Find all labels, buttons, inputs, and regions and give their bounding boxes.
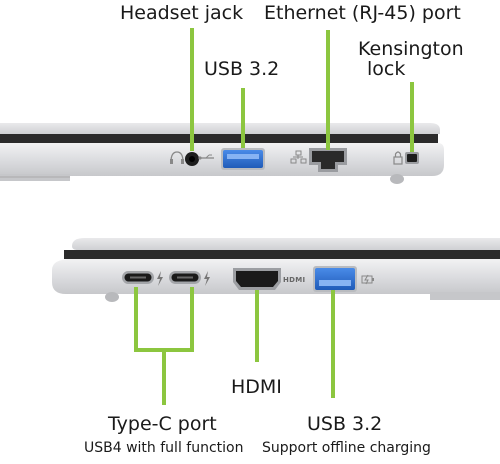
ethernet-port [309,148,347,172]
battery-charge-icon [361,274,374,285]
laptop-bottom-lid [72,238,500,250]
usb-port-top [221,148,265,170]
hdmi-logo-text: HDMI [283,276,306,284]
usb-top-label: USB 3.2 [204,58,280,80]
lock-icon [393,151,403,165]
laptop-bottom-foot [105,292,119,302]
headset-jack-label: Headset jack [120,2,244,24]
type-c-port-2 [169,271,201,284]
network-icon [290,150,307,164]
type-c-port-1 [122,271,154,284]
laptop-bottom-vent [430,292,500,300]
hdmi-port [233,268,281,290]
thunderbolt-icon-2 [204,271,210,286]
headset-icon [170,151,184,164]
type-c-sublabel: USB4 with full function [84,440,244,456]
usb-bottom-sublabel: Support offline charging [262,440,431,456]
kensington-label-line1: Kensington [358,38,464,60]
ethernet-port-label: Ethernet (RJ-45) port [264,2,461,24]
top-leader-lines [190,28,414,152]
laptop-bottom-hinge-gap [64,250,500,259]
laptop-top-foot [390,174,404,184]
headset-jack-port [185,152,199,166]
laptop-top-lid [0,123,440,134]
bottom-leader-lines [134,287,335,405]
usb-bottom-label: USB 3.2 [307,413,383,435]
type-c-label: Type-C port [108,413,217,435]
hdmi-label: HDMI [231,376,282,398]
thunderbolt-icon-1 [157,271,163,286]
laptop-top-hinge-gap [0,134,438,143]
usb-port-bottom [313,266,357,292]
kensington-lock-slot [405,152,419,164]
kensington-label-line2: lock [367,58,406,80]
usb-symbol-icon-top [198,154,214,160]
